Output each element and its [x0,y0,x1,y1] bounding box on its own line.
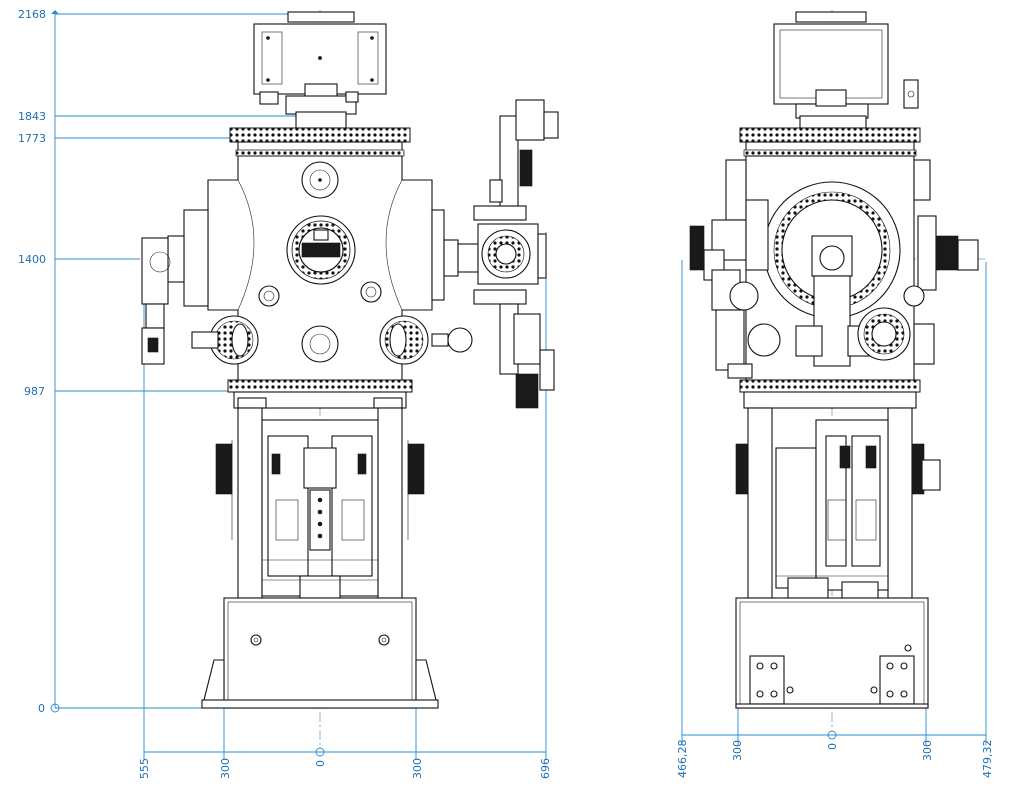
port-lower-left [209,315,259,365]
port-lower-right [379,315,429,365]
port-left-small [258,285,280,307]
side-hdim-479: 479,32 [981,740,994,779]
hdim-555: 555 [138,758,151,779]
front-view: 2168 1843 1773 1400 987 0 555 300 0 300 … [18,8,559,779]
vdim-0: 0 [38,702,45,715]
hdim-0: 0 [314,760,327,767]
hdim-300-left: 300 [219,758,232,779]
port-bottom-front [301,325,339,363]
vdim-1400: 1400 [18,253,46,266]
hdim-300-right: 300 [411,758,424,779]
side-hdim-0: 0 [826,743,839,750]
side-hdim-466: 466,28 [676,740,689,779]
side-view: 466,28 300 0 300 479,32 [676,10,994,778]
vdim-2168: 2168 [18,8,46,21]
hdim-696: 696 [539,758,552,779]
port-viewport-main [286,215,356,285]
vdim-1843: 1843 [18,110,46,123]
port-right-small [360,281,382,303]
vdim-987: 987 [24,385,45,398]
side-hdim-300-left: 300 [731,740,744,761]
port-top-front [301,161,339,199]
side-hdim-300-right: 300 [921,740,934,761]
vdim-1773: 1773 [18,132,46,145]
